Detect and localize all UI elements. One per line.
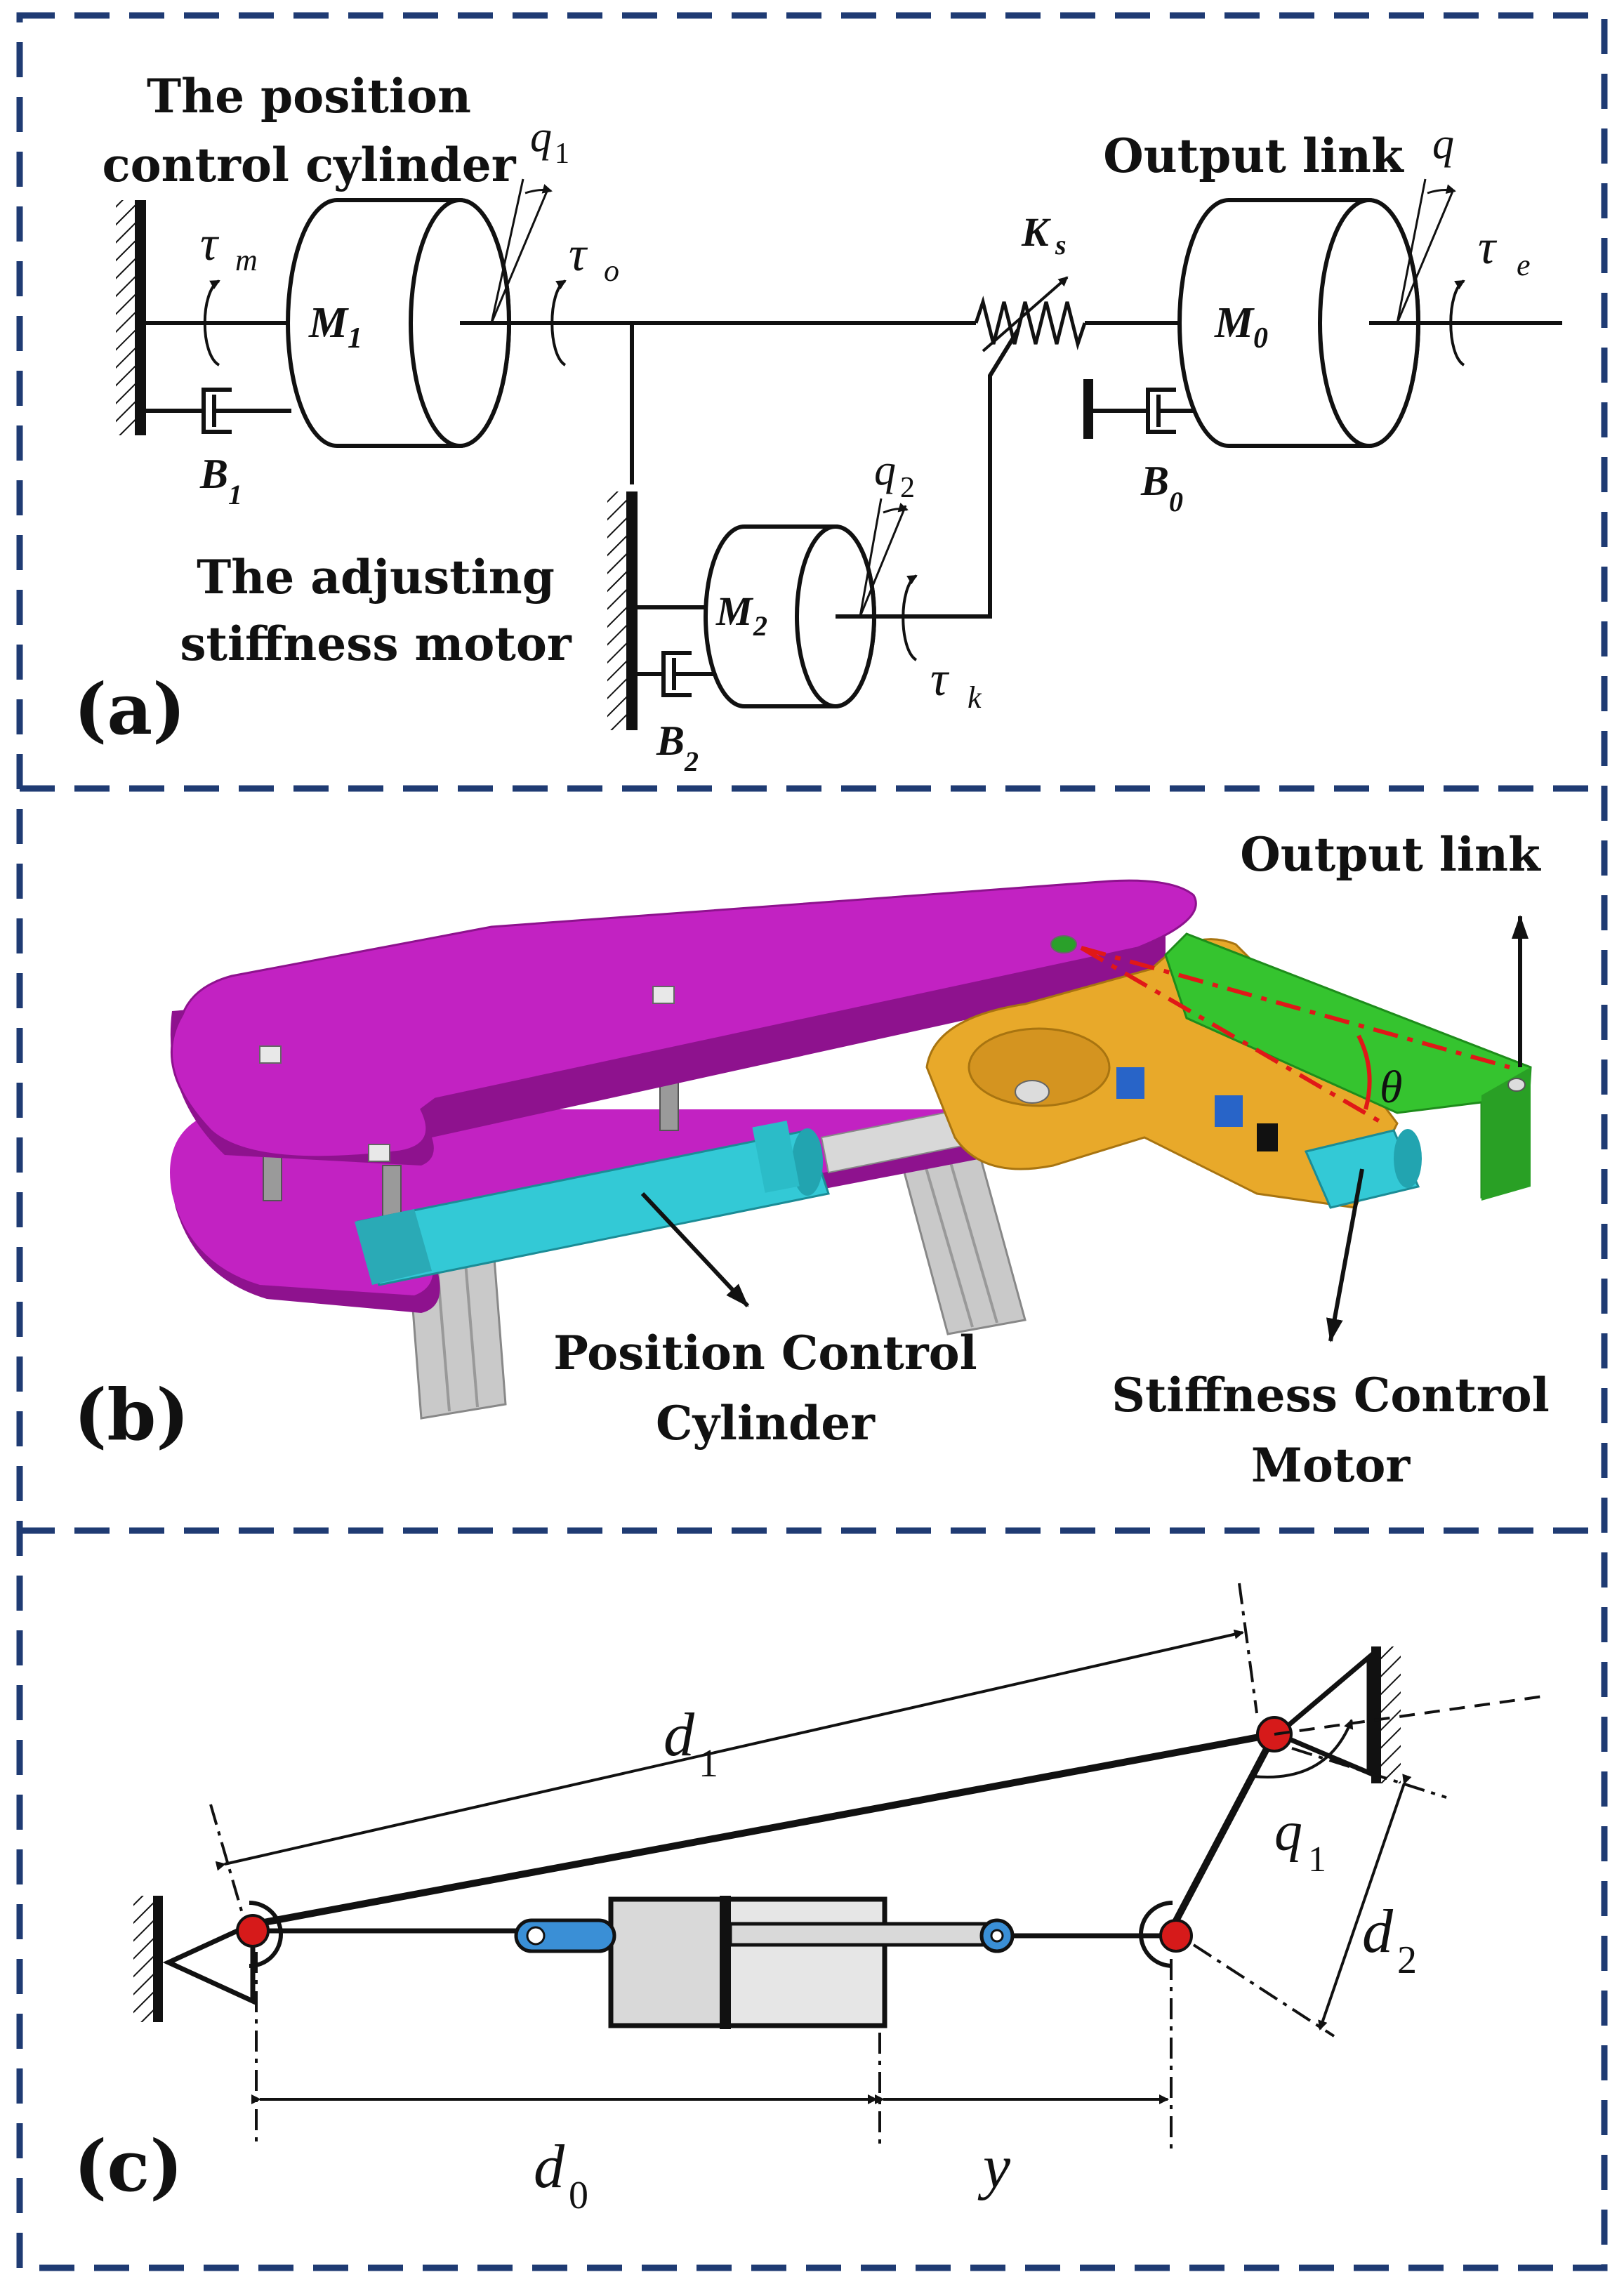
- position-cylinder-label-line2: control cylinder: [102, 138, 516, 192]
- tau-o-symbol: τ: [569, 227, 588, 282]
- pivot-left: [236, 1901, 283, 1968]
- m1-symbol: M: [308, 299, 349, 347]
- q2-subscript: 2: [900, 472, 915, 504]
- ground-wall-left: [116, 200, 146, 435]
- green-link-screw: [1507, 1078, 1526, 1092]
- q-angle-indicator-a: [1396, 178, 1456, 324]
- rail-support-right: [897, 1140, 1026, 1335]
- tau-e-arrow: [1449, 279, 1465, 367]
- motor-label-line1: Stiffness Control: [1111, 1368, 1550, 1422]
- adjusting-motor-label-line1: The adjusting: [197, 550, 555, 605]
- ground-support-right: [1273, 1646, 1401, 1783]
- q-symbol-a: q: [1432, 120, 1454, 168]
- q1-subscript-c: 1: [1308, 1840, 1326, 1880]
- panel-b-tag: (b): [74, 1373, 190, 1456]
- theta-angle-indicator: [1080, 946, 1510, 1126]
- d2-subscript: 2: [1397, 1939, 1417, 1982]
- link-d2: [1169, 1732, 1278, 1929]
- ks-subscript: s: [1055, 229, 1067, 260]
- plate-screws: [259, 935, 1077, 1162]
- q1-angle-indicator-a: [490, 178, 553, 324]
- m0-symbol: M: [1214, 299, 1255, 347]
- m0-subscript: 0: [1253, 322, 1268, 355]
- cylinder-schematic: [256, 1896, 1166, 2029]
- panel-c-tag: (c): [74, 2125, 183, 2207]
- m1-subscript: 1: [348, 322, 362, 355]
- d0-symbol: d: [534, 2133, 565, 2201]
- y-symbol: y: [977, 2133, 1011, 2201]
- m2-subscript: 2: [753, 610, 767, 642]
- tau-k-symbol: τ: [930, 652, 950, 706]
- orange-hub-bolt: [1015, 1080, 1050, 1104]
- damper-b1: [146, 388, 291, 434]
- pivot-right-lower: [1139, 1901, 1193, 1968]
- tau-e-subscript: e: [1517, 248, 1531, 282]
- q1-symbol-a: q: [530, 113, 552, 161]
- tau-k-subscript: k: [968, 680, 982, 715]
- cylinder-pointer-arrow: [640, 1191, 750, 1308]
- theta-symbol: θ: [1380, 1062, 1402, 1113]
- tau-m-subscript: m: [235, 243, 258, 277]
- dim-d1-arrow: [215, 1629, 1244, 1871]
- d2-symbol: d: [1362, 1898, 1394, 1966]
- ks-symbol: K: [1021, 209, 1051, 255]
- tau-e-symbol: τ: [1478, 220, 1498, 275]
- ground-support-left: [133, 1896, 256, 2022]
- electronics-blocks: [1116, 1067, 1278, 1151]
- b2-symbol: B: [656, 718, 685, 764]
- panel-frame: [16, 12, 1608, 2271]
- cylinder-label-line1: Position Control: [553, 1326, 977, 1380]
- b0-symbol: B: [1140, 458, 1169, 504]
- cylinder-label-line2: Cylinder: [656, 1396, 876, 1451]
- q1-angle-arc-c: [1253, 1694, 1549, 1778]
- d0-subscript: 0: [569, 2174, 588, 2217]
- tau-m-symbol: τ: [200, 217, 220, 271]
- shaft-m2-to-spring: [836, 329, 1020, 619]
- output-link-label-b: Output link: [1240, 827, 1541, 882]
- m2-symbol: M: [715, 588, 754, 634]
- b0-subscript: 0: [1169, 486, 1183, 517]
- dim-d2-arrow: [1318, 1774, 1412, 2031]
- b1-subscript: 1: [228, 479, 242, 510]
- q1-subscript-a: 1: [555, 138, 569, 170]
- adjusting-motor-label-line2: stiffness motor: [180, 616, 572, 671]
- tau-k-arrow: [902, 574, 918, 661]
- panel-a-tag: (a): [74, 668, 185, 751]
- tau-m-arrow: [203, 279, 220, 367]
- position-cylinder-label-line1: The position: [147, 69, 471, 124]
- motor-label-line2: Motor: [1251, 1438, 1411, 1493]
- link-d1: [256, 1731, 1275, 1927]
- green-output-link-end: [1481, 1067, 1531, 1201]
- panel-b: (b) Output link Position Control Cylinde…: [74, 827, 1550, 1493]
- b2-subscript: 2: [684, 746, 699, 777]
- tau-o-subscript: o: [604, 253, 619, 288]
- ground-wall-m2: [607, 491, 638, 730]
- panel-a: The position control cylinder The adjust…: [74, 69, 1562, 777]
- b1-symbol: B: [199, 451, 228, 497]
- q2-symbol: q: [874, 447, 896, 494]
- q1-symbol-c: q: [1274, 1801, 1302, 1863]
- dimension-extension-lines: [209, 1583, 1447, 2148]
- orange-hub: [968, 1027, 1111, 1107]
- panel-c: (c): [74, 1583, 1549, 2217]
- spring-ks: [974, 276, 1087, 352]
- motor-pointer-arrow: [1326, 1168, 1364, 1342]
- q2-angle-indicator: [859, 498, 909, 617]
- tau-o-arrow: [550, 279, 567, 367]
- damper-b0: [1083, 379, 1201, 439]
- upper-plate-top: [170, 879, 1197, 1158]
- d1-symbol: d: [664, 1701, 695, 1769]
- d1-subscript: 1: [699, 1742, 718, 1785]
- output-link-label-a: Output link: [1103, 128, 1404, 183]
